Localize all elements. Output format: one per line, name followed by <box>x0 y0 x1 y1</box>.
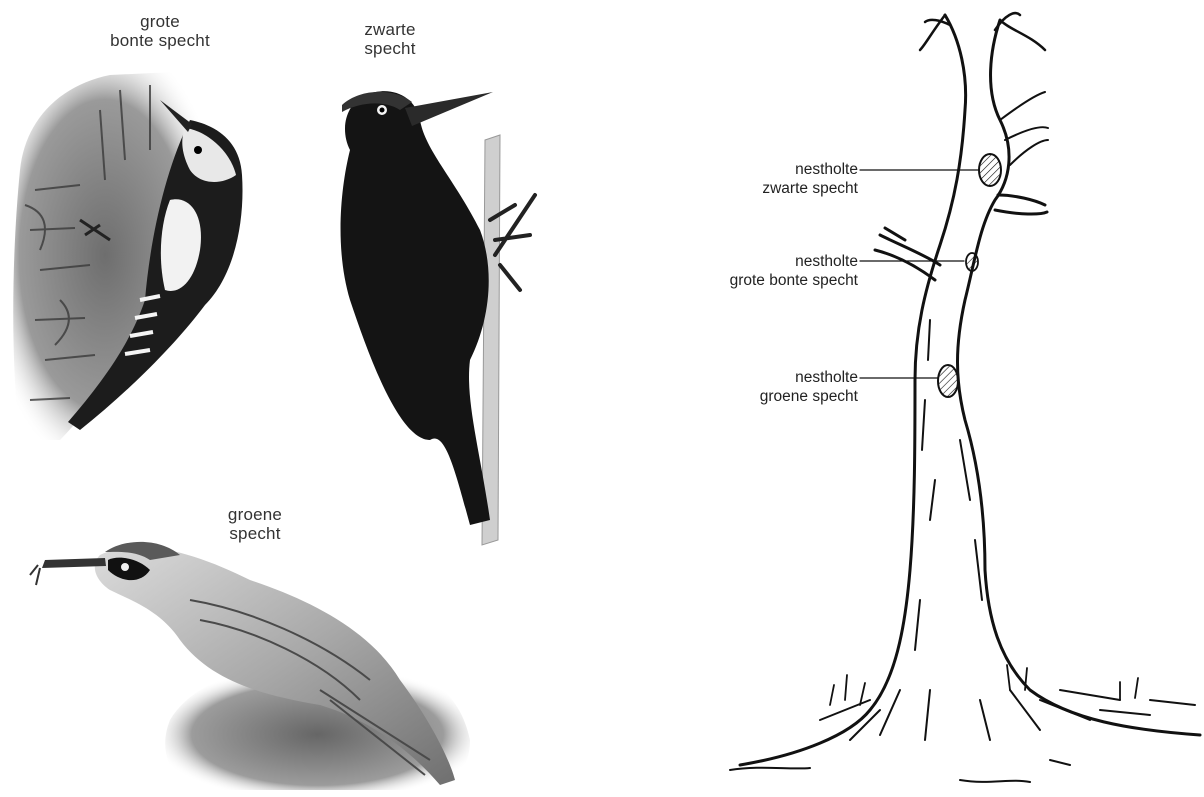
green-woodpecker-image <box>30 542 470 790</box>
label-nest-great-spotted: nestholte grote bonte specht <box>660 252 858 290</box>
label-nest-black-woodpecker: nestholte zwarte specht <box>660 160 858 198</box>
label-nest-black-line2: zwarte specht <box>660 179 858 198</box>
tree-trunk-strip <box>482 135 500 545</box>
label-nest-great-spotted-line2: grote bonte specht <box>660 271 858 290</box>
label-nest-green-line1: nestholte <box>660 368 858 387</box>
label-great-spotted-woodpecker: grote bonte specht <box>85 12 235 50</box>
black-woodpecker-image <box>341 91 535 545</box>
label-black-line2: specht <box>340 39 440 58</box>
great-spotted-woodpecker-image <box>13 70 242 440</box>
label-green-woodpecker: groene specht <box>205 505 305 543</box>
label-nest-green-woodpecker: nestholte groene specht <box>660 368 858 406</box>
black-woodpecker-beak <box>405 92 493 126</box>
label-black-woodpecker: zwarte specht <box>340 20 440 58</box>
label-black-line1: zwarte <box>340 20 440 39</box>
label-green-line1: groene <box>205 505 305 524</box>
label-great-spotted-line1: grote <box>85 12 235 31</box>
nest-hole-green-woodpecker <box>938 365 958 397</box>
label-great-spotted-line2: bonte specht <box>85 31 235 50</box>
label-nest-great-spotted-line1: nestholte <box>660 252 858 271</box>
label-nest-black-line1: nestholte <box>660 160 858 179</box>
label-nest-green-line2: groene specht <box>660 387 858 406</box>
label-green-line2: specht <box>205 524 305 543</box>
nest-hole-great-spotted <box>966 253 978 271</box>
nest-hole-black-woodpecker <box>979 154 1001 186</box>
black-woodpecker-body <box>341 91 490 525</box>
